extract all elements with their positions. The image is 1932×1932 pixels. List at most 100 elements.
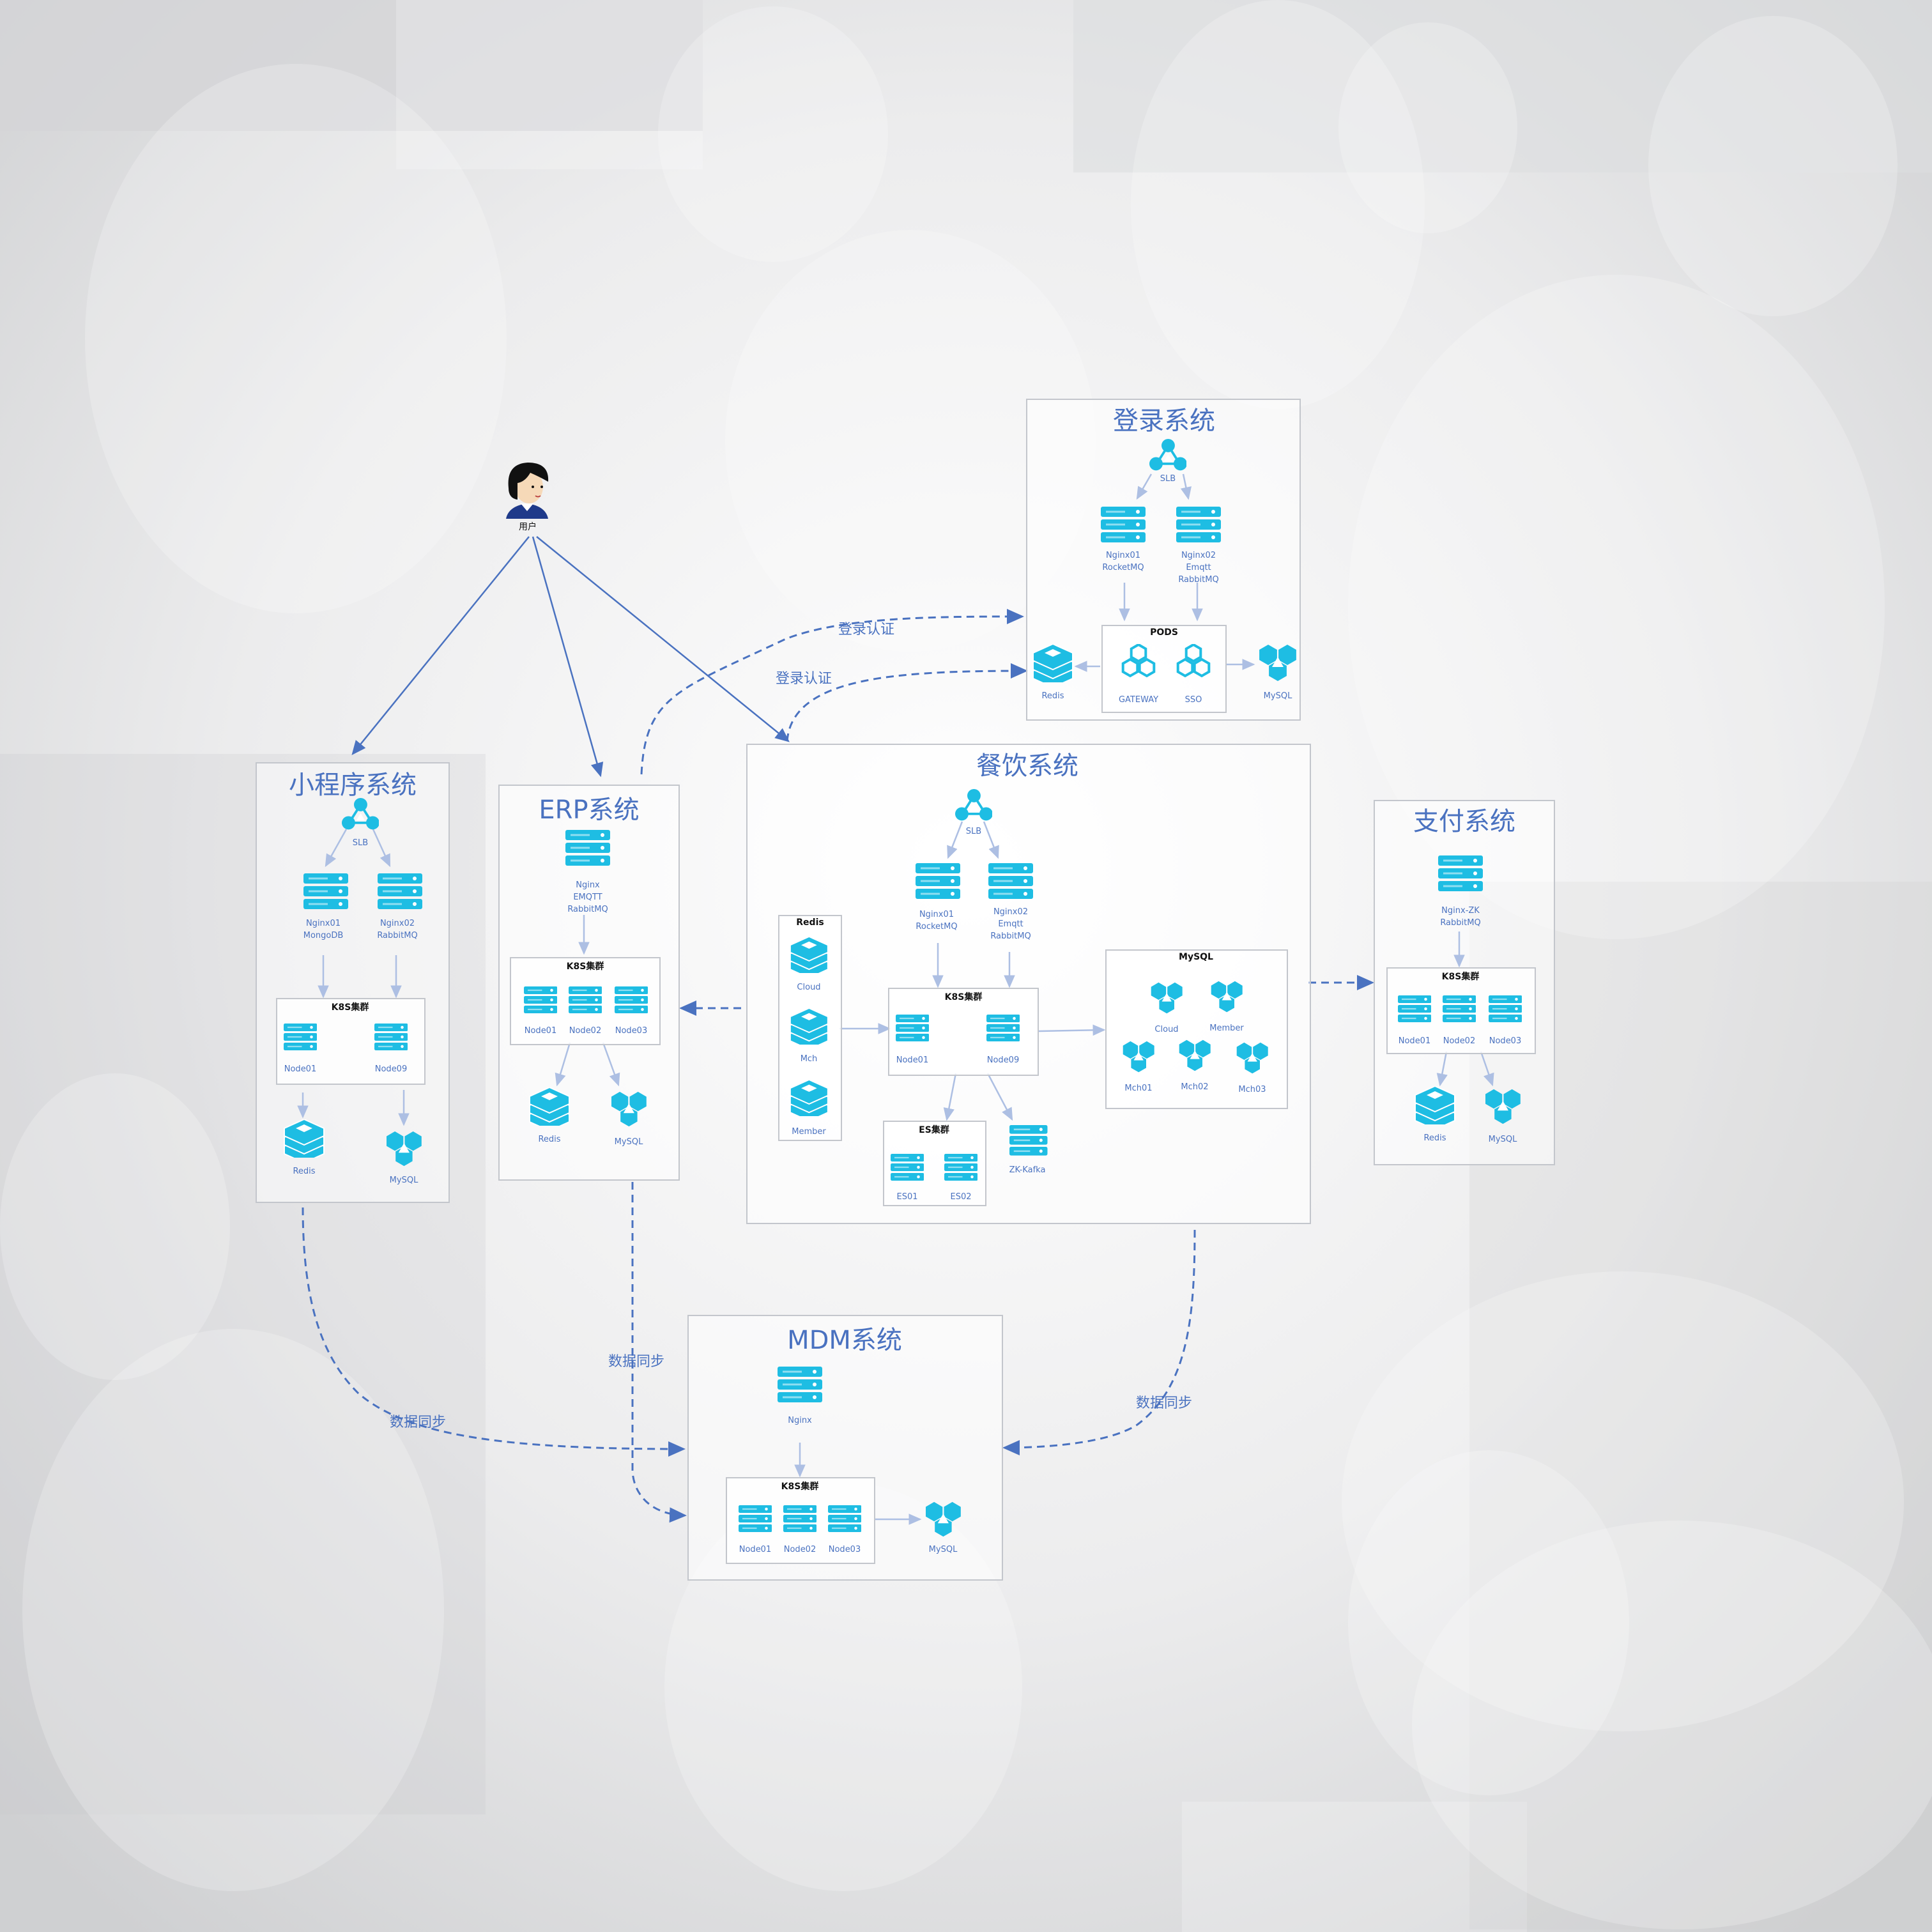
catering-slb-icon[interactable] xyxy=(954,788,993,821)
erp-mysql-label: MySQL xyxy=(614,1137,643,1147)
erp-node03-label: Node03 xyxy=(615,1026,648,1036)
catering-mch03-label: Mch03 xyxy=(1238,1085,1266,1094)
login-mysql-label: MySQL xyxy=(1263,691,1292,701)
pay-mysql-label: MySQL xyxy=(1488,1135,1517,1144)
catering-mysql-member-icon[interactable] xyxy=(1209,981,1244,1013)
pay-nginx-server-icon[interactable] xyxy=(1438,855,1483,893)
catering-node01-server-icon[interactable] xyxy=(895,1015,930,1043)
login-slb-label: SLB xyxy=(1160,474,1176,484)
mini-nginx01-label: Nginx01 MongoDB xyxy=(303,919,344,940)
pay-node01-label: Node01 xyxy=(1398,1036,1431,1046)
catering-redis-member-label: Member xyxy=(792,1127,826,1137)
pay-system-title: 支付系统 xyxy=(1413,807,1515,836)
catering-redis-mch-icon[interactable] xyxy=(789,1008,829,1045)
mini-mysql-icon[interactable] xyxy=(385,1131,424,1167)
catering-redis-title: Redis xyxy=(796,917,824,928)
mdm-mysql-icon[interactable] xyxy=(924,1501,963,1538)
user-label: 用户 xyxy=(519,522,537,532)
mini-nginx02-server-icon[interactable] xyxy=(378,873,422,910)
login-nginx01-label: Nginx01 RocketMQ xyxy=(1102,551,1144,572)
erp-k8s-title: K8S集群 xyxy=(566,962,604,972)
login-nginx01-server-icon[interactable] xyxy=(1101,507,1146,544)
pay-node03-server-icon[interactable] xyxy=(1488,995,1522,1023)
catering-es01-server-icon[interactable] xyxy=(890,1154,924,1182)
catering-mysql-mch03-icon[interactable] xyxy=(1235,1042,1269,1075)
user-to-erp-edge xyxy=(532,536,604,778)
login-auth-label-1: 登录认证 xyxy=(838,622,895,638)
mdm-mysql-label: MySQL xyxy=(928,1545,958,1554)
pay-node03-label: Node03 xyxy=(1489,1036,1522,1046)
catering-mysql-member-label: Member xyxy=(1209,1023,1244,1033)
erp-node02-server-icon[interactable] xyxy=(568,986,602,1015)
login-mysql-icon[interactable] xyxy=(1257,644,1298,682)
erp-mysql-icon[interactable] xyxy=(610,1091,648,1128)
catering-mysql-box xyxy=(1105,949,1288,1109)
erp-node01-server-icon[interactable] xyxy=(523,986,558,1015)
catering-mysql-cloud-icon[interactable] xyxy=(1149,982,1184,1015)
mdm-nginx-server-icon[interactable] xyxy=(778,1367,822,1404)
mini-slb-icon[interactable] xyxy=(341,797,379,830)
mdm-node01-server-icon[interactable] xyxy=(738,1505,772,1533)
login-slb-icon[interactable] xyxy=(1149,438,1187,471)
mdm-node02-server-icon[interactable] xyxy=(783,1505,817,1533)
erp-data-sync-edge xyxy=(631,1182,687,1523)
catering-mysql-cloud-label: Cloud xyxy=(1154,1025,1179,1034)
catering-redis-member-icon[interactable] xyxy=(789,1079,829,1116)
erp-node01-label: Node01 xyxy=(524,1026,557,1036)
catering-mysql-mch02-icon[interactable] xyxy=(1177,1039,1212,1072)
catering-system-title: 餐饮系统 xyxy=(976,751,1078,781)
erp-nginx-server-icon[interactable] xyxy=(565,830,610,867)
catering-data-sync-edge xyxy=(1002,1229,1196,1455)
pay-k8s-title: K8S集群 xyxy=(1441,972,1480,982)
catering-redis-cloud-icon[interactable] xyxy=(789,936,829,973)
login-nginx02-server-icon[interactable] xyxy=(1176,507,1221,544)
erp-redis-label: Redis xyxy=(538,1135,561,1144)
mini-slb-label: SLB xyxy=(352,838,369,848)
mdm-node03-server-icon[interactable] xyxy=(827,1505,862,1533)
login-sso-label: SSO xyxy=(1184,695,1202,705)
catering-node09-server-icon[interactable] xyxy=(986,1015,1020,1043)
mdm-k8s-title: K8S集群 xyxy=(781,1482,819,1492)
mini-node09-server-icon[interactable] xyxy=(374,1023,408,1052)
erp-redis-icon[interactable] xyxy=(528,1087,571,1126)
mini-data-sync-label: 数据同步 xyxy=(389,1414,447,1430)
user-to-catering-edge xyxy=(536,536,790,742)
login-auth-label-2: 登录认证 xyxy=(775,671,832,687)
erp-system-title: ERP系统 xyxy=(539,795,640,825)
mini-k8s-title: K8S集群 xyxy=(331,1002,369,1013)
mdm-node02-label: Node02 xyxy=(783,1545,816,1554)
catering-nginx02-server-icon[interactable] xyxy=(988,863,1033,900)
mini-redis-icon[interactable] xyxy=(283,1119,325,1158)
mini-node09-label: Node09 xyxy=(374,1064,408,1074)
mini-redis-label: Redis xyxy=(293,1167,316,1176)
catering-es-box xyxy=(883,1121,986,1206)
mini-node01-label: Node01 xyxy=(284,1064,317,1074)
login-nginx02-label: Nginx02 Emqtt RabbitMQ xyxy=(1178,551,1219,585)
user-avatar-icon[interactable] xyxy=(500,457,555,519)
mini-mysql-label: MySQL xyxy=(389,1176,418,1185)
erp-node02-label: Node02 xyxy=(569,1026,602,1036)
mdm-system-title: MDM系统 xyxy=(787,1326,902,1355)
pay-node01-server-icon[interactable] xyxy=(1397,995,1432,1023)
catering-nginx02-label: Nginx02 Emqtt RabbitMQ xyxy=(990,907,1031,941)
catering-kafka-server-icon[interactable] xyxy=(1009,1125,1048,1156)
pay-redis-icon[interactable] xyxy=(1414,1086,1456,1124)
catering-nginx01-server-icon[interactable] xyxy=(916,863,960,900)
login-gateway-pods-icon[interactable] xyxy=(1118,644,1159,685)
catering-node09-label: Node09 xyxy=(986,1055,1020,1065)
catering-mch01-label: Mch01 xyxy=(1124,1084,1153,1093)
pay-node02-server-icon[interactable] xyxy=(1442,995,1476,1023)
catering-mysql-mch01-icon[interactable] xyxy=(1121,1041,1156,1073)
mini-nginx01-server-icon[interactable] xyxy=(303,873,348,910)
pay-mysql-icon[interactable] xyxy=(1483,1089,1522,1125)
catering-k8s-title: K8S集群 xyxy=(944,992,983,1002)
catering-es02-server-icon[interactable] xyxy=(944,1154,978,1182)
erp-node03-server-icon[interactable] xyxy=(614,986,648,1015)
mdm-node01-label: Node01 xyxy=(739,1545,772,1554)
login-redis-icon[interactable] xyxy=(1032,644,1074,682)
mini-node01-server-icon[interactable] xyxy=(283,1023,318,1052)
catering-redis-mch-label: Mch xyxy=(800,1054,818,1064)
login-system-title: 登录系统 xyxy=(1113,406,1215,436)
login-sso-pods-icon[interactable] xyxy=(1173,644,1214,685)
